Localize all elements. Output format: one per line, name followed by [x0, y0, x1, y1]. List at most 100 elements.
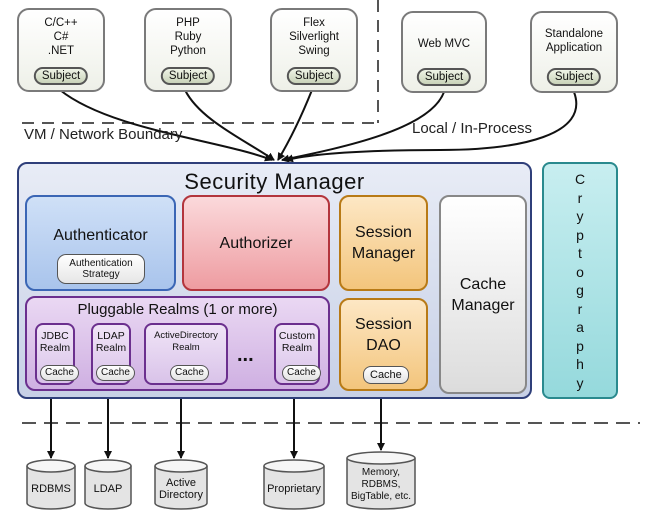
client-language: Swing — [298, 45, 330, 57]
session-dao-label: DAO — [366, 337, 401, 354]
store-cylinder-memory — [346, 451, 416, 510]
realm-ldap-label: LDAP Realm — [93, 330, 129, 354]
realm-label: Realm — [95, 342, 127, 354]
realm-cache: Cache — [40, 365, 79, 381]
store-label: LDAP — [93, 483, 123, 495]
store-label: RDBMS — [31, 483, 71, 495]
store-activedirectory-label: Active Directory — [155, 474, 207, 504]
authenticator: Authenticator Authentication Strategy — [25, 195, 176, 291]
authorizer-label: Authorizer — [219, 234, 293, 252]
security-manager: Security Manager Authenticator Authentic… — [17, 162, 532, 399]
realm-label: Custom — [278, 330, 316, 342]
cryptography-letter: a — [576, 319, 584, 335]
arrow-scripting-subject — [184, 89, 275, 161]
cryptography-letter: p — [576, 337, 584, 354]
store-rdbms-label: RDBMS — [27, 474, 75, 504]
client-language: Python — [170, 45, 206, 57]
realm-jdbc: JDBC Realm Cache — [35, 323, 79, 385]
client-native: C/C++ C# .NET Subject — [17, 8, 105, 92]
cryptography-letter: t — [578, 245, 582, 261]
subject-pill: Subject — [33, 67, 89, 85]
session-dao: Session DAO Cache — [339, 298, 428, 391]
store-label: Directory — [158, 489, 203, 501]
session-dao-cache: Cache — [363, 366, 409, 384]
cryptography-letter: o — [576, 263, 584, 280]
store-label: BigTable, etc. — [350, 491, 412, 502]
realm-label: ActiveDirectory — [154, 330, 218, 341]
cache-manager-label: Cache — [459, 275, 507, 293]
store-cylinder-proprietary — [263, 459, 325, 510]
cryptography-letter: C — [574, 171, 586, 187]
client-rich: Flex Silverlight Swing Subject — [270, 8, 358, 92]
arrow-native-subject — [59, 89, 273, 162]
authorizer: Authorizer — [182, 195, 330, 291]
cache-manager-label: Manager — [451, 296, 515, 314]
client-webmvc-label: Web MVC — [403, 37, 485, 51]
security-manager-title: Security Manager — [184, 169, 365, 194]
client-language: Web MVC — [417, 38, 471, 50]
session-manager-label: Manager — [351, 245, 416, 262]
client-language: Silverlight — [289, 31, 339, 43]
subject-pill: Subject — [416, 68, 472, 86]
subject-pill: Subject — [286, 67, 342, 85]
authentication-strategy-line: Strategy — [82, 269, 120, 280]
cache-manager: Cache Manager — [439, 195, 527, 394]
local-in-process-label: Local / In-Process — [412, 120, 533, 137]
cryptography-letter: p — [576, 226, 584, 243]
store-cylinder-activedirectory — [154, 459, 208, 510]
store-label: Memory, — [361, 467, 401, 478]
client-language: C/C++ — [44, 17, 78, 29]
store-label: Proprietary — [267, 483, 321, 495]
subject-pill: Subject — [160, 67, 216, 85]
realm-label: JDBC — [41, 330, 69, 342]
client-rich-languages: Flex Silverlight Swing — [272, 16, 356, 58]
realm-cache: Cache — [170, 365, 209, 381]
store-proprietary-label: Proprietary — [264, 474, 324, 504]
cryptography-letter: r — [577, 189, 583, 206]
authenticator-label: Authenticator — [53, 227, 148, 244]
realm-activedirectory-label: ActiveDirectory Realm — [146, 330, 226, 354]
client-language: .NET — [47, 45, 75, 57]
realm-label: Realm — [281, 342, 313, 354]
arrow-rich-subject — [277, 89, 313, 161]
client-language: Standalone — [544, 28, 604, 40]
session-manager-label: Session — [355, 224, 412, 241]
client-language: C# — [53, 31, 69, 43]
realm-custom-label: Custom Realm — [276, 330, 318, 354]
cryptography-letter: y — [576, 374, 584, 391]
subject-pill: Subject — [546, 68, 602, 86]
client-webmvc: Web MVC Subject — [401, 11, 487, 93]
client-language: Ruby — [174, 31, 202, 43]
realm-label: Realm — [39, 342, 71, 354]
session-dao-labels: Session DAO — [341, 314, 426, 356]
store-cylinder-rdbms — [26, 459, 76, 510]
store-ldap-label: LDAP — [85, 474, 131, 504]
realms-ellipsis: ... — [237, 344, 254, 366]
arrow-webmvc-subject — [281, 91, 445, 163]
store-cylinder-ldap — [84, 459, 132, 510]
pluggable-realms: Pluggable Realms (1 or more) JDBC Realm … — [25, 296, 330, 391]
session-manager: Session Manager — [339, 195, 428, 291]
cryptography-letter: g — [576, 282, 584, 298]
client-native-languages: C/C++ C# .NET — [19, 16, 103, 58]
realm-label: LDAP — [97, 330, 125, 342]
vm-network-boundary-label: VM / Network Boundary — [24, 126, 183, 143]
cryptography-letter: h — [576, 356, 584, 372]
realm-cache: Cache — [96, 365, 135, 381]
realm-ldap: LDAP Realm Cache — [91, 323, 135, 385]
store-memory-label: Memory, RDBMS, BigTable, etc. — [347, 465, 415, 505]
realm-label: Realm — [172, 342, 200, 353]
realm-jdbc-label: JDBC Realm — [37, 330, 73, 354]
pluggable-realms-label: Pluggable Realms (1 or more) — [77, 301, 278, 318]
cryptography-letter: y — [576, 208, 584, 224]
client-standalone-label: Standalone Application — [532, 27, 616, 55]
arrow-standalone-subject — [285, 91, 578, 163]
authentication-strategy-line: Authentication — [69, 258, 133, 269]
realm-cache: Cache — [282, 365, 321, 381]
client-scripting: PHP Ruby Python Subject — [144, 8, 232, 92]
authentication-strategy: Authentication Strategy — [57, 254, 145, 284]
cryptography-letter: r — [577, 300, 583, 317]
realm-activedirectory: ActiveDirectory Realm Cache — [144, 323, 228, 385]
